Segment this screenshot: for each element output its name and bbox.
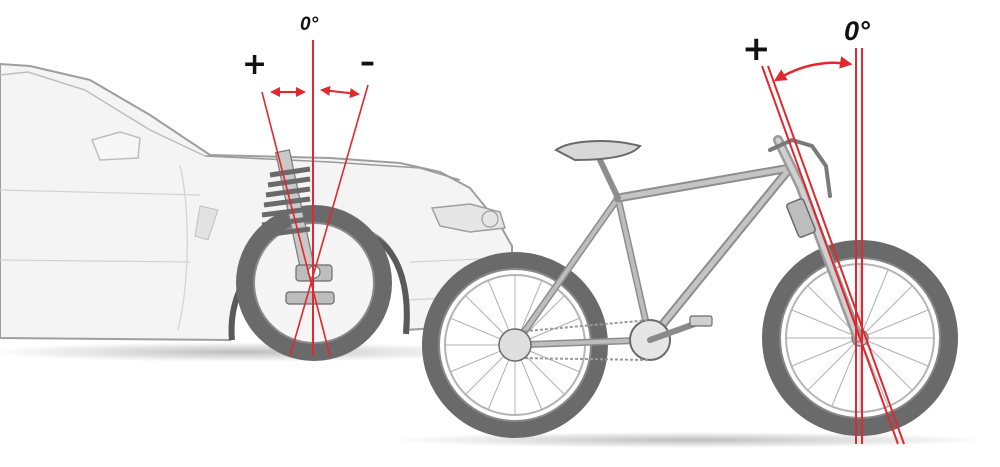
car-windshield: [0, 71, 206, 157]
bike-seat: [554, 140, 642, 162]
car-negative-label: –: [360, 45, 375, 80]
car-door-line: [177, 164, 188, 331]
car-angle-lines: [261, 40, 369, 357]
bike-shadow: [390, 432, 990, 448]
bike-fork: [773, 135, 863, 343]
bike-chain: [514, 319, 651, 361]
car-hood-line: [204, 155, 461, 181]
car-fender-vent: [194, 205, 219, 241]
bicycle-illustration: [390, 135, 990, 448]
car-zero-label: 0°: [300, 14, 319, 35]
bike-angle-lines: [761, 48, 905, 445]
car-headlight: [430, 203, 506, 233]
bike-positive-line-a: [761, 65, 899, 445]
bike-angle-arc: [773, 56, 853, 82]
car-side-line-2: [0, 259, 191, 263]
car-mirror: [90, 131, 141, 161]
bike-positive-line-b: [767, 65, 905, 445]
car-negative-line: [289, 84, 369, 357]
car-side-line: [0, 189, 201, 196]
bike-pedal: [689, 315, 713, 327]
bike-positive-label: +: [742, 29, 771, 69]
bike-rear-cassette: [498, 328, 532, 362]
car-positive-line: [261, 91, 331, 357]
car-illustration: [0, 62, 513, 362]
car-positive-label: +: [242, 47, 267, 82]
bike-handlebar: [768, 137, 832, 198]
bike-zero-label: 0°: [844, 16, 870, 46]
car-headlight-lens: [481, 210, 499, 228]
car-shadow: [0, 342, 490, 362]
car-negative-arrow: [320, 85, 360, 99]
